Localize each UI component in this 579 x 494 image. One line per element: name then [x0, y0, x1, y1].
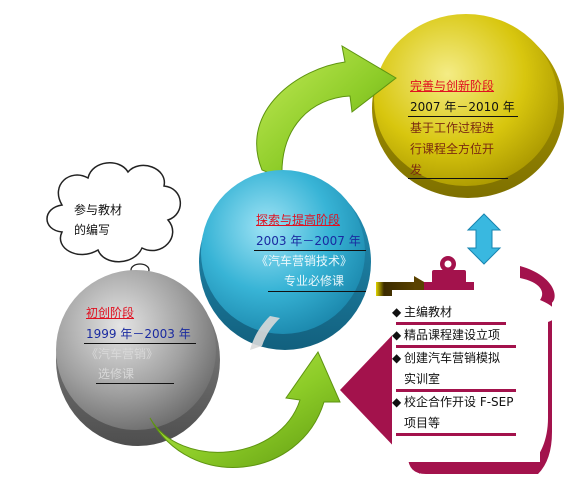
- stage1-desc-line1: 《汽车营销》: [86, 347, 159, 361]
- stage1-title: 初创阶段: [86, 306, 135, 320]
- stage3-disc: [372, 14, 564, 198]
- stage1-disc: [56, 270, 220, 446]
- clipboard-clip-icon: [424, 256, 474, 290]
- stage3-years-underline: [408, 116, 518, 117]
- cloud-text-line1: 参与教材: [74, 203, 123, 217]
- card-item: ◆精品课程建设立项: [392, 328, 501, 342]
- bullet-diamond-icon: ◆: [392, 351, 402, 365]
- card-item: 实训室: [404, 372, 441, 386]
- stage3-desc-line1: 基于工作过程进: [410, 121, 495, 135]
- stage1-years-underline: [84, 343, 196, 344]
- card-divider: [396, 389, 516, 392]
- stage1-desc-line2: 选修课: [98, 367, 135, 381]
- stage2-desc-line1: 《汽车营销技术》: [256, 254, 353, 268]
- stage2-disc: [199, 170, 371, 350]
- cloud-callout: [46, 162, 182, 288]
- stage3-title: 完善与创新阶段: [410, 79, 495, 93]
- stage2-desc-underline: [268, 291, 366, 292]
- stage2-years: 2003 年－2007 年: [256, 234, 361, 248]
- card-divider: [396, 345, 516, 348]
- stage3-desc-underline: [408, 178, 508, 179]
- bullet-diamond-icon: ◆: [392, 395, 402, 409]
- card-item: ◆主编教材: [392, 305, 453, 319]
- bullet-diamond-icon: ◆: [392, 305, 402, 319]
- stage3-years: 2007 年－2010 年: [410, 100, 515, 114]
- stage2-title: 探索与提高阶段: [256, 213, 341, 227]
- card-item: 项目等: [404, 416, 441, 430]
- stage1-desc-underline: [96, 383, 174, 384]
- card-divider: [396, 433, 516, 436]
- double-arrow-icon: [466, 213, 502, 265]
- arrow-stage1-to-stage2: [149, 350, 341, 468]
- stage3-desc-line3: 发: [410, 163, 423, 177]
- arrow-shadow: [250, 316, 280, 350]
- stage2-desc-line2: 专业必修课: [284, 274, 345, 288]
- bullet-diamond-icon: ◆: [392, 328, 402, 342]
- card-divider: [396, 322, 506, 325]
- stage3-desc-line2: 行课程全方位开: [410, 142, 495, 156]
- stage1-years: 1999 年－2003 年: [86, 327, 191, 341]
- stage2-years-underline: [254, 250, 366, 251]
- cloud-text-line2: 的编写: [74, 223, 111, 237]
- card-item: ◆校企合作开设 F-SEP: [392, 395, 514, 409]
- arrow-stage2-to-stage3: [256, 45, 397, 179]
- card-item: ◆创建汽车营销模拟: [392, 351, 501, 365]
